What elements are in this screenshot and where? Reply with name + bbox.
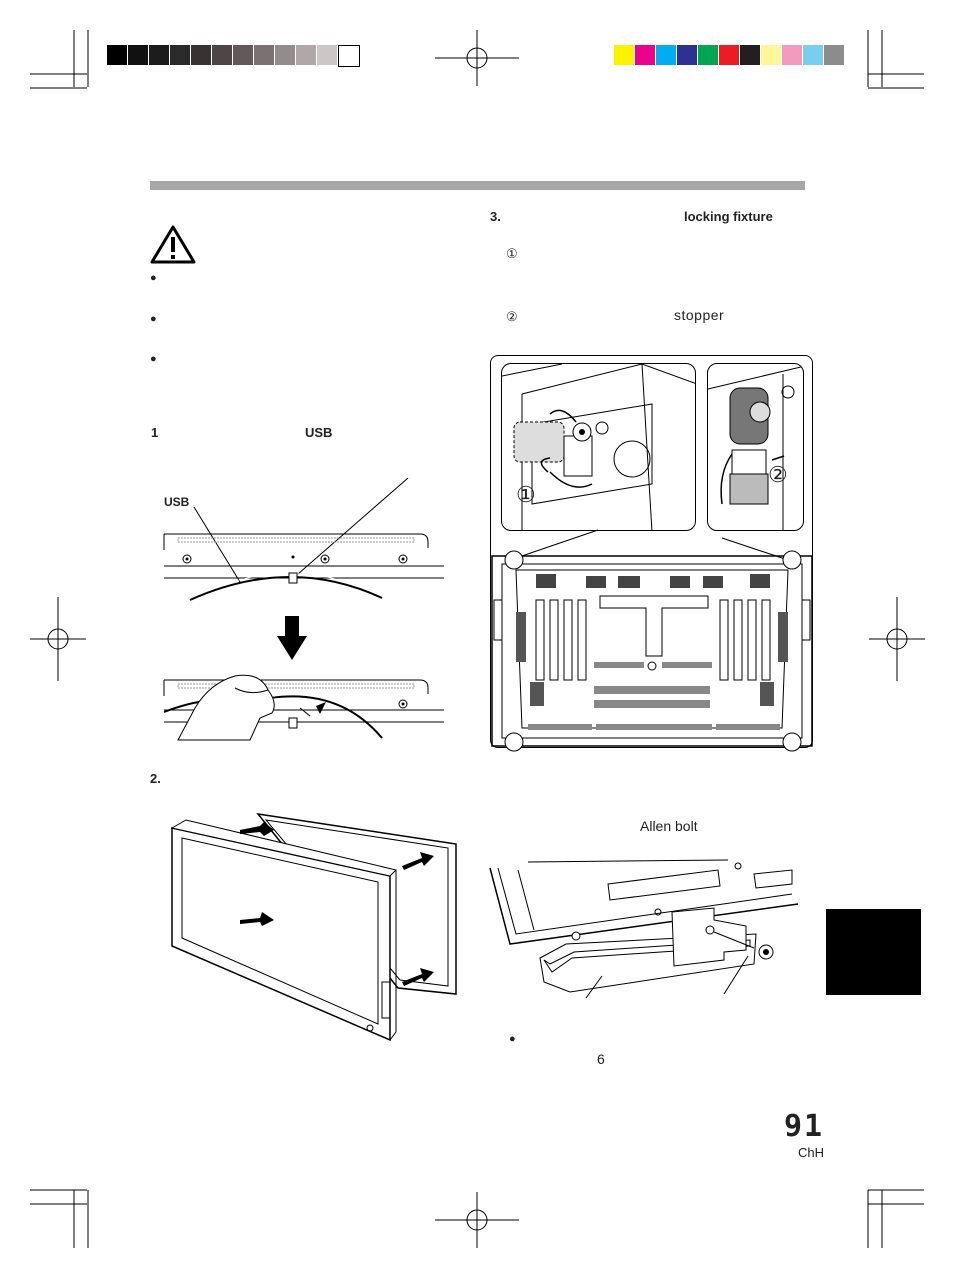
color-swatch [338,45,360,67]
color-swatch [212,45,232,65]
sub-step-2-marker: ② [506,309,518,324]
color-swatch [761,45,781,65]
chapter-tab [826,909,921,995]
detail-panel-1: ① [501,363,696,531]
language-code: ChH [798,1145,825,1160]
page-number: 91 [784,1109,825,1144]
color-swatch [254,45,274,65]
color-swatch [233,45,253,65]
bullet-3: ● [150,353,157,365]
color-swatch [170,45,190,65]
front-frame-illustration [170,812,457,1042]
allen-bolt-illustration [489,859,799,999]
color-swatch [782,45,802,65]
header-rule [150,181,805,190]
step3-number: 3. [490,209,501,224]
bullet-1: ● [150,272,157,284]
down-arrow-icon [277,616,307,660]
sub-step-2-stopper: stopper [674,307,725,323]
color-swatch [698,45,718,65]
step2-number: 2. [150,771,161,786]
locking-fixture-figure [490,355,813,748]
color-swatch [656,45,676,65]
note-page-ref: 6 [597,1051,605,1067]
detail-panel-2: ② [707,363,804,531]
warning-triangle-icon [150,225,196,264]
callout-2: ② [768,462,788,487]
callout-1: ① [516,482,536,507]
color-swatch [824,45,844,65]
color-swatch [317,45,337,65]
step1-usb: USB [305,425,333,440]
color-swatch [677,45,697,65]
display-rear-illustration [491,550,813,752]
color-swatch [803,45,823,65]
color-swatch [635,45,655,65]
color-swatch [614,45,634,65]
step3-locking-fixture: locking fixture [684,209,773,224]
note-bullet: ● [509,1033,516,1045]
usb-cable-hand-illustration [163,674,444,741]
color-swatch [128,45,148,65]
color-swatch [719,45,739,65]
usb-cable-illustration-top [163,477,444,601]
allen-bolt-label: Allen bolt [640,818,698,834]
sub-step-1-marker: ① [506,246,518,261]
color-swatch [149,45,169,65]
step1-number: 1 [151,425,159,440]
color-swatch [296,45,316,65]
color-swatch [191,45,211,65]
color-swatch [275,45,295,65]
bullet-2: ● [150,313,157,325]
color-swatch [107,45,127,65]
color-swatch [740,45,760,65]
usb-cable-label: USB [164,495,190,509]
